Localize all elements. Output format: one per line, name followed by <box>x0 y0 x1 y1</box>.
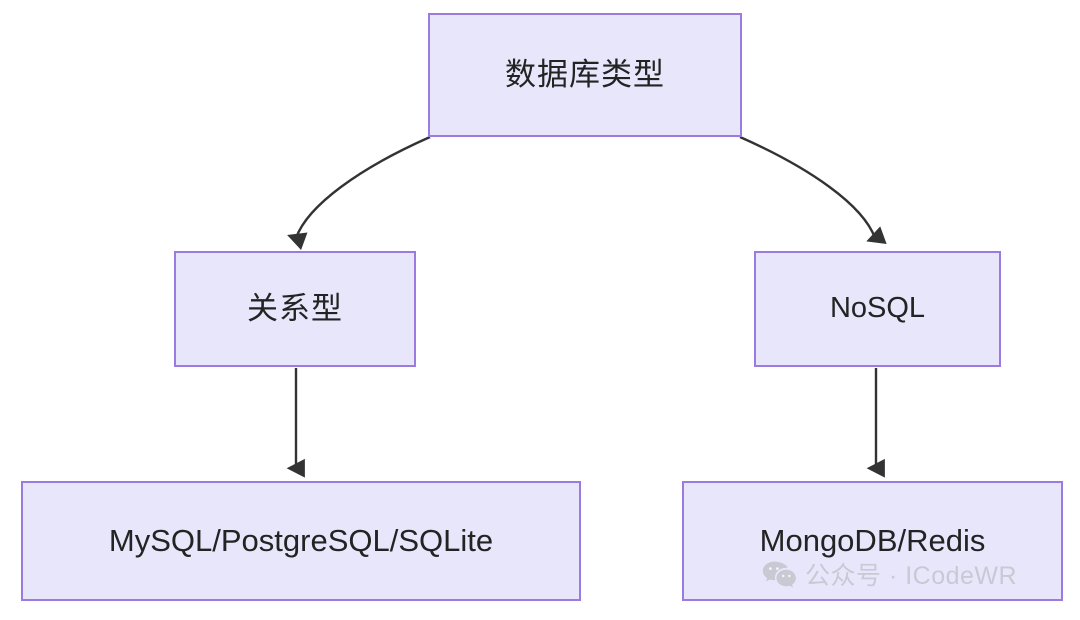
node-label: NoSQL <box>829 292 926 325</box>
node-relational[interactable]: 关系型 <box>174 251 416 367</box>
node-label: 关系型 <box>247 291 343 327</box>
edge-root-to-nosql <box>739 135 887 244</box>
node-database-types[interactable]: 数据库类型 <box>428 13 742 137</box>
node-label: MySQL/PostgreSQL/SQLite <box>108 523 494 559</box>
node-nosql[interactable]: NoSQL <box>754 251 1001 367</box>
node-label: 数据库类型 <box>505 57 665 93</box>
edge-root-to-relational <box>287 135 431 251</box>
node-label: MongoDB/Redis <box>759 523 986 559</box>
node-nosql-engines[interactable]: MongoDB/Redis <box>682 481 1063 601</box>
node-sql-engines[interactable]: MySQL/PostgreSQL/SQLite <box>21 481 581 601</box>
